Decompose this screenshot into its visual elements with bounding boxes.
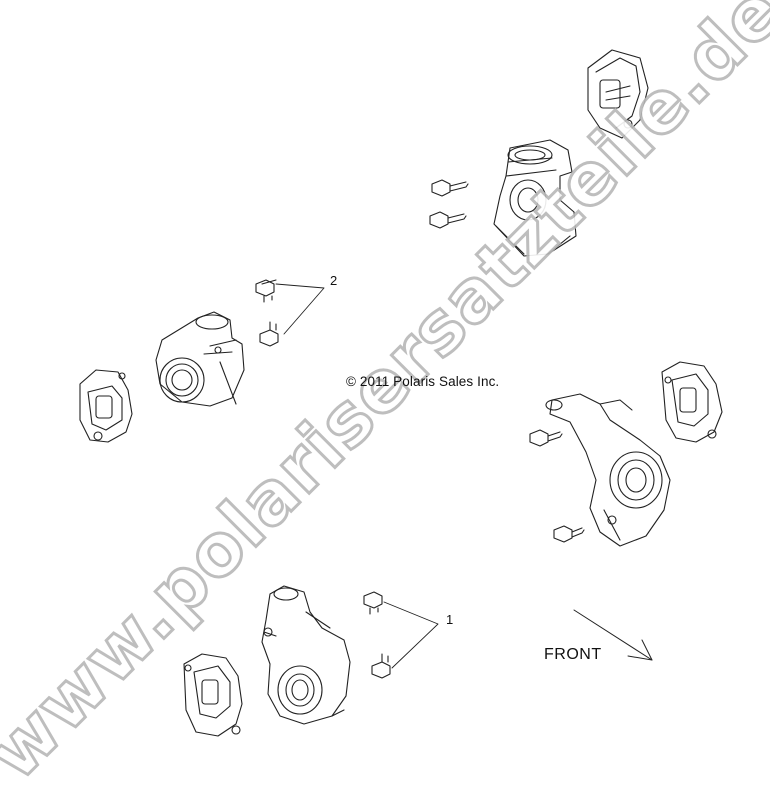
copyright-notice: © 2011 Polaris Sales Inc. <box>346 374 500 389</box>
steering-knuckle-front-right <box>545 393 671 547</box>
bearing-carrier-rear-right <box>493 139 577 257</box>
leader-lines-callout-2 <box>275 283 325 335</box>
steering-knuckle-front-left <box>261 585 351 725</box>
parts-diagram <box>79 49 723 737</box>
front-direction-arrow <box>573 609 653 661</box>
bolt-bottom-upper <box>363 591 383 615</box>
bolt-left-upper <box>255 279 277 303</box>
front-label: FRONT <box>544 646 602 663</box>
brake-caliper-front-left <box>183 653 243 737</box>
bolt-right-upper <box>529 429 563 447</box>
bearing-carrier-rear-left <box>155 311 245 407</box>
brake-caliper-front-right <box>661 361 723 443</box>
callout-2-label: 2 <box>330 273 338 288</box>
brake-caliper-rear-left <box>79 369 133 443</box>
bolt-left-lower <box>259 321 279 347</box>
callout-1-label: 1 <box>446 612 454 627</box>
bolt-top-upper <box>431 179 469 197</box>
brake-caliper-rear-right <box>587 49 649 139</box>
bolt-top-lower <box>429 211 467 229</box>
leader-lines-callout-1 <box>383 601 439 669</box>
bolt-bottom-lower <box>371 653 391 679</box>
bolt-right-lower <box>553 525 585 543</box>
